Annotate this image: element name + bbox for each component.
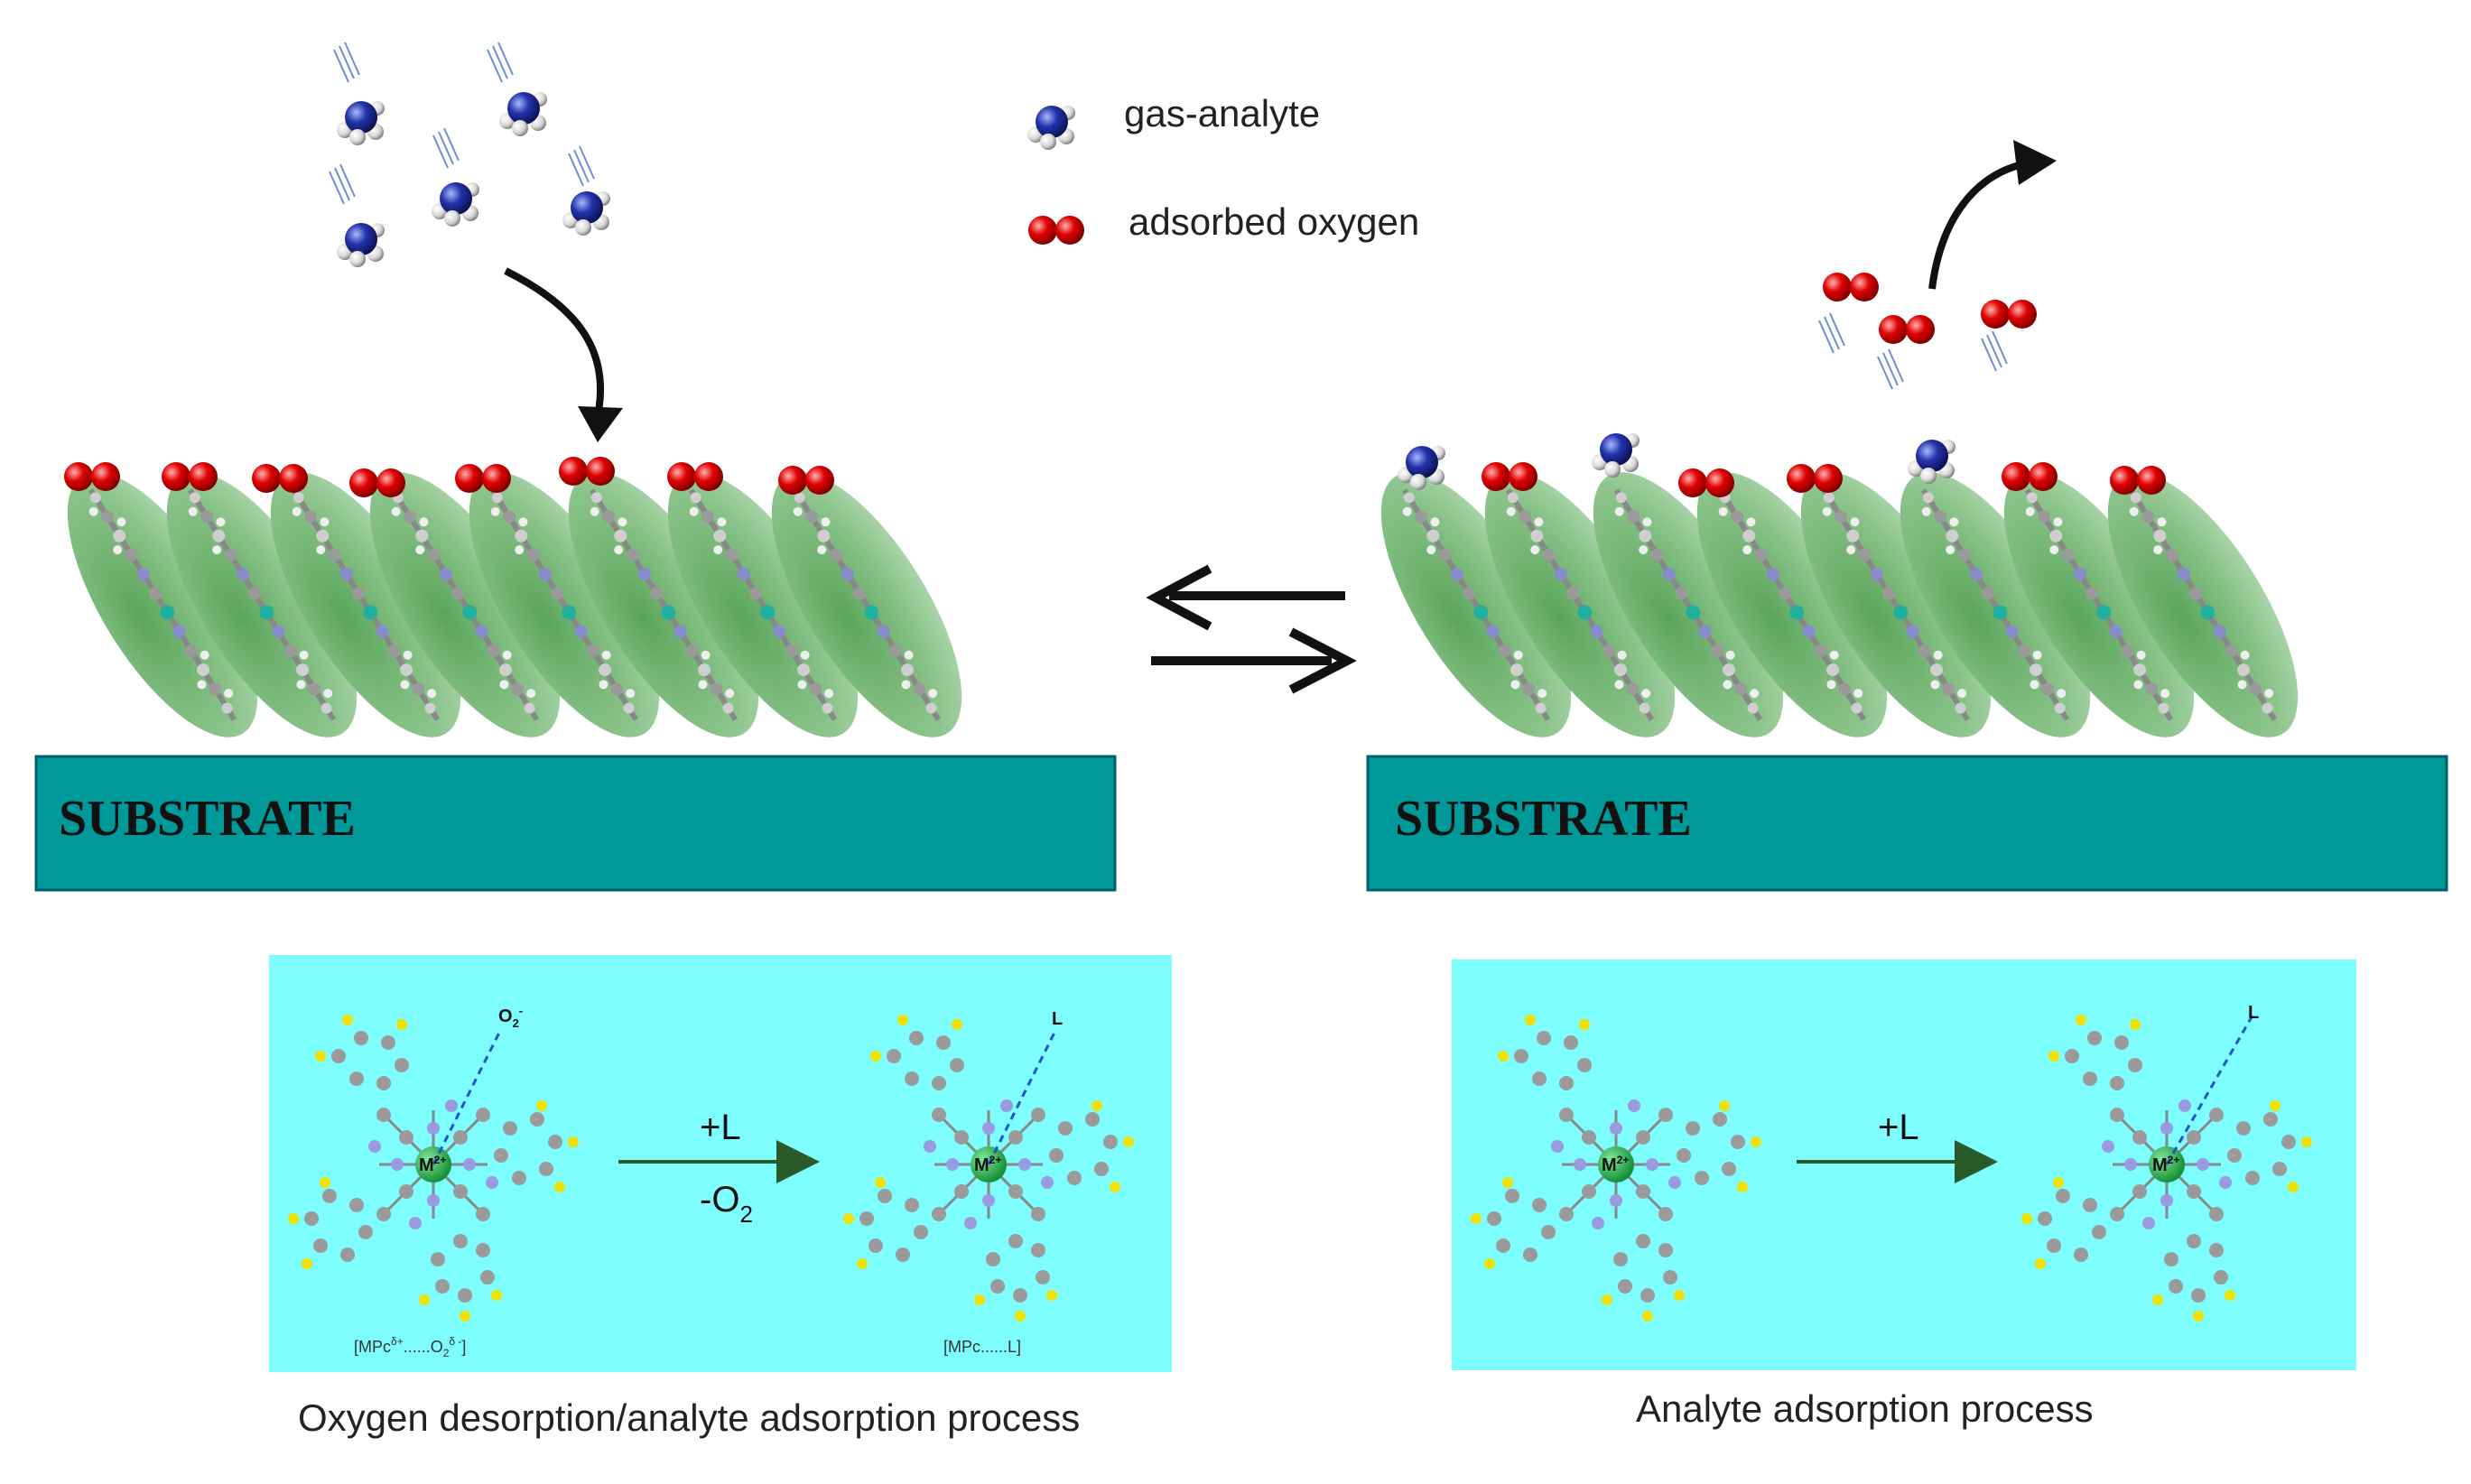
right-reaction-top: +L xyxy=(1878,1108,1919,1147)
adsorbed-oxygen-legend-icon xyxy=(1028,216,1084,245)
left-complex-before: [MPcδ+......O2δ -] xyxy=(354,1335,466,1359)
left-product-ligand: L xyxy=(1052,1009,1063,1029)
right-caption: Analyte adsorption process xyxy=(1636,1387,2094,1430)
analyte-molecule xyxy=(337,101,385,145)
incoming-arrow-head xyxy=(578,406,623,442)
legend-adsorbed-oxygen: adsorbed oxygen xyxy=(1129,200,1419,243)
incoming-analytes xyxy=(329,42,610,267)
right-film xyxy=(1345,445,2334,765)
left-substrate-label: SUBSTRATE xyxy=(59,791,356,847)
gas-analyte-legend-icon xyxy=(1027,106,1075,150)
incoming-curved-arrow xyxy=(504,267,605,425)
legend-gas-analyte: gas-analyte xyxy=(1124,92,1320,134)
equilibrium-arrows xyxy=(1146,564,1357,694)
analyte-molecule xyxy=(499,92,547,136)
left-reactant-metal: M2+ xyxy=(419,1154,446,1175)
right-product-ligand: L xyxy=(2248,1003,2259,1023)
right-substrate-label: SUBSTRATE xyxy=(1395,791,1692,847)
release-curved-arrow xyxy=(1928,159,2032,290)
legend: gas-analyte adsorbed oxygen xyxy=(1027,92,1419,245)
analyte-molecule xyxy=(432,182,479,227)
left-reactant-ligand: O2- xyxy=(498,1004,523,1030)
analyte-molecule xyxy=(562,191,610,236)
release-arrow-head xyxy=(2013,140,2057,185)
left-product-metal: M2+ xyxy=(974,1154,1001,1175)
left-complex-after: [MPc......L] xyxy=(943,1338,1021,1356)
right-substrate xyxy=(1366,755,2448,892)
left-substrate xyxy=(34,755,1117,892)
left-caption: Oxygen desorption/analyte adsorption pro… xyxy=(298,1396,1080,1439)
right-product-molecule xyxy=(2020,1013,2314,1323)
right-product-metal: M2+ xyxy=(2152,1154,2179,1175)
released-oxygen xyxy=(1818,273,2037,390)
left-film xyxy=(32,445,998,765)
right-reactant-metal: M2+ xyxy=(1602,1154,1629,1175)
left-reaction-bottom: -O2 xyxy=(700,1180,753,1228)
left-reaction-top: +L xyxy=(700,1108,741,1147)
analyte-molecule xyxy=(337,223,385,267)
